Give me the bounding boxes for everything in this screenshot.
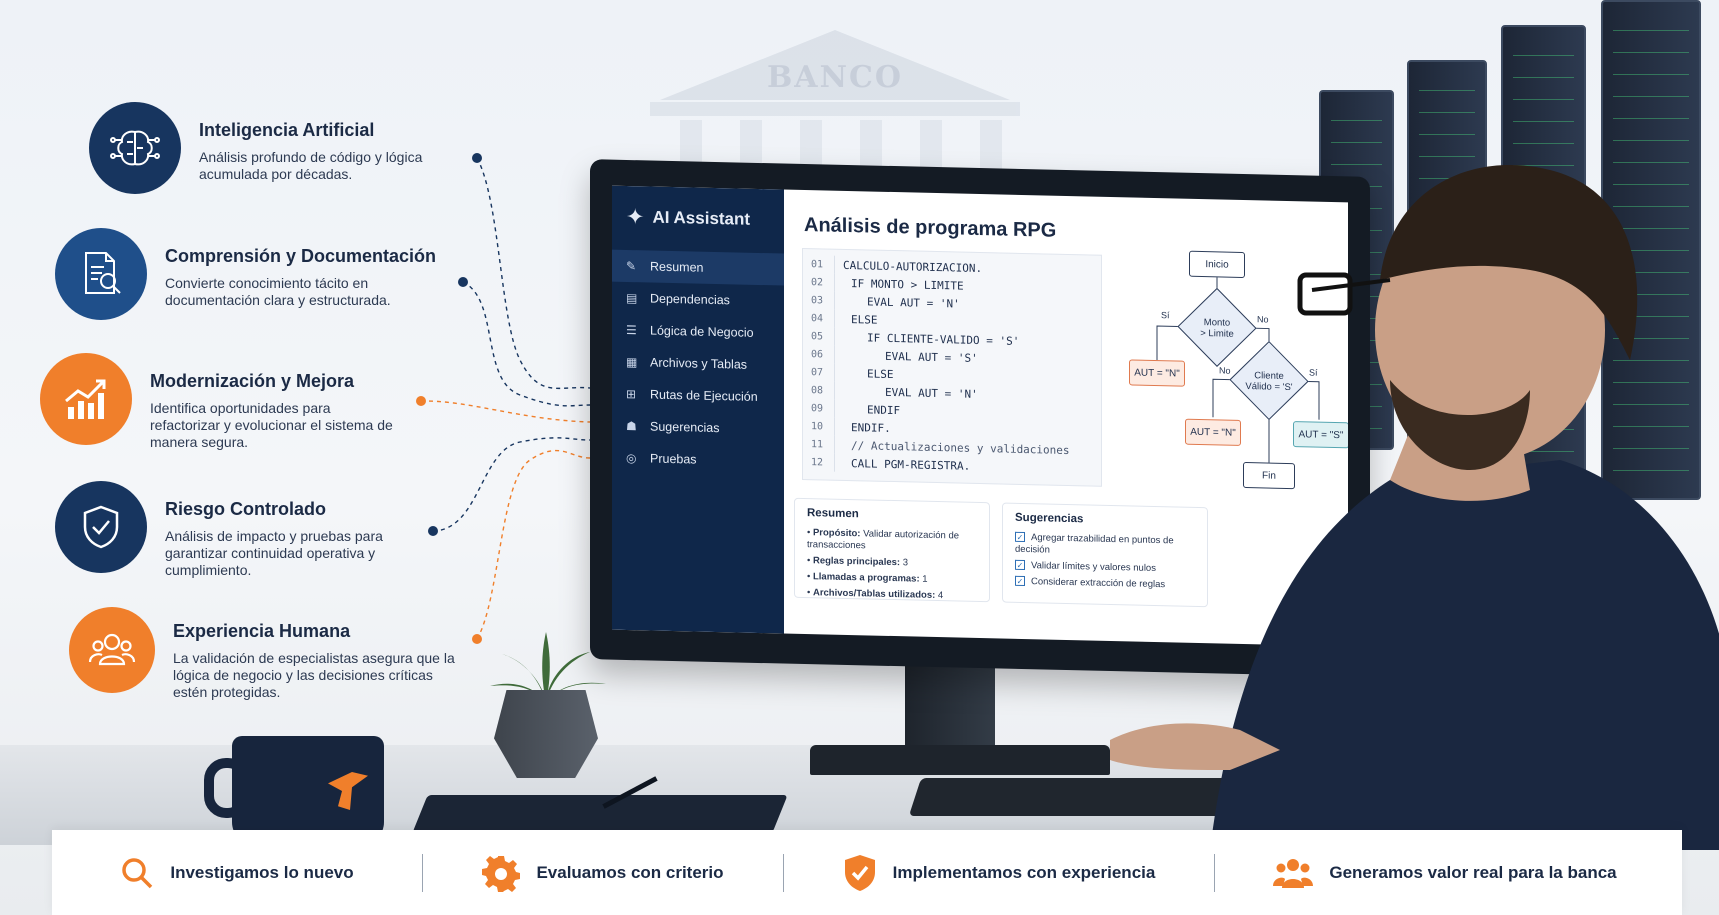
feature-title: Riesgo Controlado (165, 499, 326, 519)
test-icon: ◎ (626, 450, 637, 466)
sidebar-item-label: Pruebas (650, 451, 697, 467)
flowchart: Inicio Monto > Limite Sí No AUT = "N" Cl… (1109, 245, 1348, 511)
feature-risk: Riesgo Controlado Análisis de impacto y … (55, 481, 415, 579)
feature-desc: La validación de especialistas asegura q… (173, 650, 455, 700)
value-label: Implementamos con experiencia (892, 862, 1156, 882)
checkbox-icon[interactable]: ✓ (1015, 560, 1025, 571)
feature-title: Inteligencia Artificial (199, 120, 375, 140)
feature-desc: Análisis de impacto y pruebas para garan… (165, 528, 383, 578)
feature-desc: Convierte conocimiento tácito en documen… (165, 275, 391, 308)
connector-dot (416, 396, 426, 406)
connector-dot (472, 153, 482, 163)
connector-dot (458, 277, 468, 287)
sidebar-item-logica[interactable]: ☰ Lógica de Negocio (612, 314, 784, 350)
feature-title: Comprensión y Documentación (165, 246, 437, 266)
summary-title: Resumen (807, 507, 859, 521)
divider (1214, 853, 1215, 892)
plant-pot (494, 690, 598, 778)
app-screen: ✦ AI Assistant ✎ Resumen ▤ Dependencias … (612, 185, 1348, 647)
sidebar-item-label: Archivos y Tablas (650, 355, 748, 372)
document-search-icon (55, 228, 147, 320)
feature-desc: Identifica oportunidades para refactoriz… (150, 400, 393, 450)
divider (783, 853, 784, 892)
feature-ai: Inteligencia Artificial Análisis profund… (89, 102, 449, 194)
path-icon: ⊞ (626, 386, 637, 402)
people-group-icon (69, 607, 155, 693)
feature-title: Modernización y Mejora (150, 371, 355, 391)
sidebar-item-label: Rutas de Ejecución (650, 387, 758, 404)
monitor-stand-base (810, 745, 1110, 775)
shield-check-icon (55, 481, 147, 573)
sparkle-icon: ✦ (626, 203, 645, 230)
edit-icon: ✎ (626, 258, 637, 274)
summary-item: • Reglas principales: 3 (807, 555, 909, 569)
list-icon: ☰ (626, 322, 637, 338)
sidebar-item-label: Dependencias (650, 291, 730, 308)
bulb-icon: ☗ (626, 418, 637, 434)
feature-modernization: Modernización y Mejora Identifica oportu… (40, 353, 400, 451)
summary-item: • Llamadas a programas: 1 (807, 571, 928, 585)
value-evaluate: Evaluamos con criterio (423, 854, 783, 892)
feature-desc: Análisis profundo de código y lógica acu… (199, 149, 423, 182)
feature-documentation: Comprensión y Documentación Convierte co… (55, 228, 436, 320)
doc-icon: ▤ (626, 290, 638, 306)
ai-brain-icon (89, 102, 181, 194)
bottom-values-bar: Investigamos lo nuevo Evaluamos con crit… (52, 830, 1682, 915)
growth-chart-icon (40, 353, 132, 445)
sidebar-item-label: Sugerencias (650, 419, 720, 436)
checkbox-icon[interactable]: ✓ (1015, 576, 1025, 587)
summary-item: • Archivos/Tablas utilizados: 4 (807, 587, 944, 602)
app-sidebar: ✦ AI Assistant ✎ Resumen ▤ Dependencias … (612, 185, 784, 634)
sidebar-item-dependencias[interactable]: ▤ Dependencias (612, 282, 784, 318)
app-brand: ✦ AI Assistant (612, 196, 784, 254)
value-label: Generamos valor real para la banca (1329, 862, 1617, 882)
sidebar-item-rutas[interactable]: ⊞ Rutas de Ejecución (612, 378, 784, 414)
coffee-mug (232, 736, 384, 846)
feature-title: Experiencia Humana (173, 621, 351, 641)
sidebar-item-label: Lógica de Negocio (650, 323, 754, 340)
bank-sign: BANCO (766, 60, 904, 95)
people-icon (1273, 856, 1314, 890)
sidebar-item-archivos[interactable]: ▦ Archivos y Tablas (612, 346, 784, 382)
app-brand-label: AI Assistant (652, 207, 751, 229)
sidebar-item-resumen[interactable]: ✎ Resumen (612, 249, 784, 286)
divider (422, 853, 423, 892)
monitor: ✦ AI Assistant ✎ Resumen ▤ Dependencias … (590, 159, 1370, 677)
gear-icon (482, 854, 521, 892)
person-at-computer (1110, 164, 1719, 850)
notebook (412, 795, 788, 833)
sidebar-item-sugerencias[interactable]: ☗ Sugerencias (612, 410, 784, 446)
connector-dot (472, 634, 482, 644)
value-label: Investigamos lo nuevo (170, 862, 354, 882)
sidebar-item-pruebas[interactable]: ◎ Pruebas (612, 442, 784, 478)
shield-check-icon (843, 854, 877, 892)
value-label: Evaluamos con criterio (536, 862, 724, 882)
sidebar-item-label: Resumen (650, 259, 704, 275)
connector-dot (428, 526, 438, 536)
checkbox-icon[interactable]: ✓ (1015, 532, 1025, 543)
value-implement: Implementamos con experiencia (784, 854, 1214, 892)
search-icon (120, 856, 154, 890)
feature-human: Experiencia Humana La validación de espe… (69, 607, 458, 701)
value-generate: Generamos valor real para la banca (1215, 856, 1675, 890)
summary-item: • Propósito: Validar autorización de tra… (807, 527, 960, 552)
summary-panel: Resumen • Propósito: Validar autorizació… (794, 497, 990, 603)
monitor-stand (905, 660, 995, 750)
value-research: Investigamos lo nuevo (52, 856, 422, 890)
table-icon: ▦ (626, 354, 638, 370)
plant-icon (490, 632, 606, 702)
